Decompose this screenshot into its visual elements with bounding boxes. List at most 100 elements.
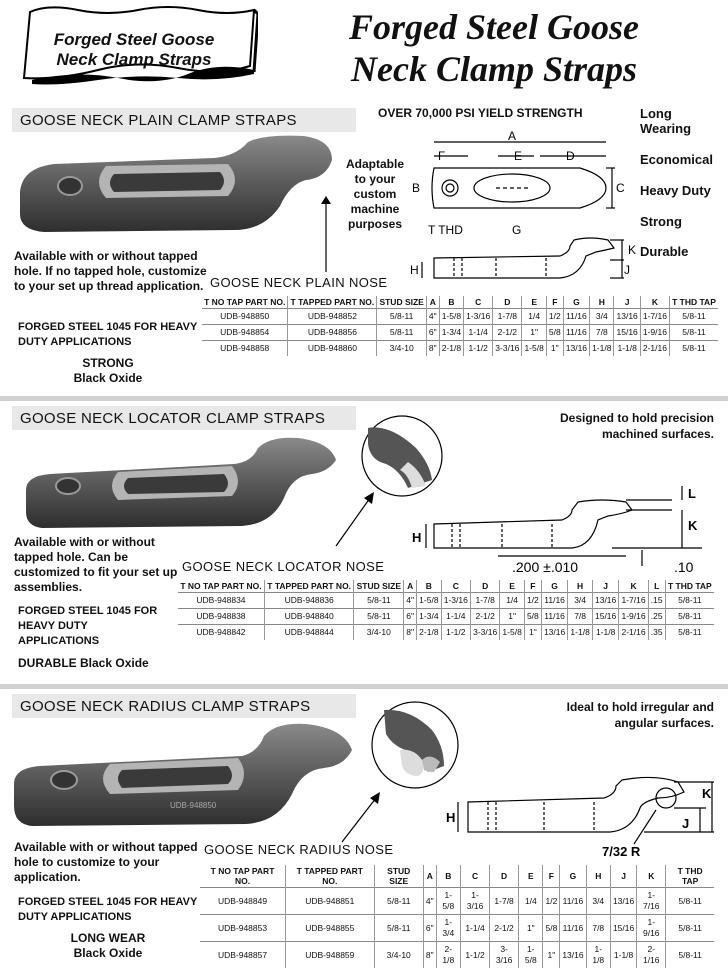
table-cell: 1-1/2 xyxy=(440,624,471,640)
table-cell: 1-1/8 xyxy=(585,941,611,968)
section-divider-1 xyxy=(0,396,728,401)
table-cell: 5/8-11 xyxy=(669,340,718,356)
table-cell: 5/8-11 xyxy=(669,324,718,341)
plain-yield-strength: OVER 70,000 PSI YIELD STRENGTH xyxy=(378,106,583,120)
table-cell: 3/4-10 xyxy=(373,941,424,968)
table-cell: UDB-948834 xyxy=(178,592,265,609)
table-cell: 1-1/2 xyxy=(463,340,493,356)
locator-col-header: T NO TAP PART NO. xyxy=(180,581,262,591)
feature-strong: Strong xyxy=(640,214,682,229)
table-cell: 8" xyxy=(403,624,417,640)
banner-line-2: Neck Clamp Straps xyxy=(56,50,212,69)
plain-col-header: STUD SIZE xyxy=(376,296,427,309)
plain-spec-table: T NO TAP PART NO.T TAPPED PART NO.STUD S… xyxy=(202,296,718,356)
plain-finish: STRONG Black Oxide xyxy=(18,356,198,386)
table-cell: 1-3/16 xyxy=(459,887,490,915)
table-cell: 1" xyxy=(542,941,560,968)
page-title: Forged Steel Goose Neck Clamp Straps xyxy=(270,6,718,90)
locator-forged-note: FORGED STEEL 1045 FOR HEAVY DUTY APPLICA… xyxy=(18,605,158,647)
table-cell: 1-7/16 xyxy=(639,308,670,325)
table-cell: 5/8-11 xyxy=(664,608,714,625)
table-cell: 1-9/16 xyxy=(636,914,666,942)
table-cell: UDB-948855 xyxy=(285,914,375,942)
table-cell: 3/4 xyxy=(589,308,614,325)
page-title-line-2: Neck Clamp Straps xyxy=(350,49,637,89)
feature-durable: Durable xyxy=(640,244,689,259)
table-cell: 6" xyxy=(425,324,440,341)
table-cell: 5/8 xyxy=(542,914,560,942)
radius-nose-detail xyxy=(371,701,459,789)
table-cell: 5/8 xyxy=(523,608,542,625)
table-cell: 1-1/4 xyxy=(459,914,490,942)
table-cell: 3-3/16 xyxy=(492,340,522,356)
locator-col-header: T THD TAP xyxy=(664,580,714,593)
plain-col-header: A xyxy=(425,296,440,309)
table-cell: 1-7/8 xyxy=(489,887,519,915)
table-cell: 13/16 xyxy=(559,941,587,968)
table-cell: 3-3/16 xyxy=(469,624,500,640)
banner-title: Forged Steel Goose Neck Clamp Straps xyxy=(34,30,234,70)
plain-nose-arrow xyxy=(321,196,331,272)
locator-dim-h: H xyxy=(412,530,421,545)
plain-dimension-diagram: A F E D C B G T THD H J K xyxy=(410,129,636,279)
title-banner-graphic xyxy=(22,6,258,85)
radius-dim-k: K xyxy=(702,786,712,801)
table-cell: 7/8 xyxy=(567,608,593,625)
table-cell: 1-5/8 xyxy=(435,887,461,915)
locator-dim-200: .200 ±.010 xyxy=(512,559,578,575)
table-cell: UDB-948853 xyxy=(200,914,286,942)
radius-col-header: K xyxy=(636,865,666,888)
table-cell: 1-1/8 xyxy=(591,624,619,640)
table-cell: 1" xyxy=(523,624,542,640)
table-cell: UDB-948857 xyxy=(200,941,286,968)
locator-col-header: STUD SIZE xyxy=(353,580,404,593)
locator-col-header: A xyxy=(403,580,417,593)
table-cell: 1-7/8 xyxy=(469,592,500,609)
radius-table-header: T NO TAP PART NO.T TAPPED PART NO.STUD S… xyxy=(200,865,714,888)
table-cell: 11/16 xyxy=(559,887,587,915)
dim-g-label: G xyxy=(512,223,521,237)
table-cell: 7/8 xyxy=(589,324,614,341)
locator-col-header: L xyxy=(647,580,666,593)
table-cell: 4" xyxy=(403,592,417,609)
radius-clamp-photo: UDB-948850 xyxy=(14,723,352,826)
locator-designed-note: Designed to hold precision machined surf… xyxy=(559,411,714,441)
plain-col-header: C xyxy=(463,296,493,309)
table-cell: 11/16 xyxy=(562,308,590,325)
dim-k-label: K xyxy=(628,243,636,257)
table-cell: 1-3/4 xyxy=(416,608,442,625)
table-cell: 1-1/8 xyxy=(613,340,641,356)
table-cell: 1-5/8 xyxy=(416,592,442,609)
table-cell: 8" xyxy=(425,340,440,356)
table-cell: 13/16 xyxy=(540,624,568,640)
locator-finish: DURABLE Black Oxide xyxy=(18,656,149,670)
table-cell: 5/8-11 xyxy=(353,592,404,609)
table-cell: 1-5/8 xyxy=(438,308,464,325)
table-cell: UDB-948844 xyxy=(263,624,354,640)
table-cell: 1/4 xyxy=(521,308,547,325)
table-cell: 5/8-11 xyxy=(669,308,718,325)
table-cell: 1-1/8 xyxy=(589,340,614,356)
locator-col-header: H xyxy=(567,580,593,593)
radius-col-header: G xyxy=(559,865,587,888)
radius-col-header: C xyxy=(459,865,490,888)
table-cell: 15/16 xyxy=(613,324,641,341)
table-cell: 1" xyxy=(518,914,543,942)
table-cell: 5/8-11 xyxy=(376,324,427,341)
banner-line-1: Forged Steel Goose xyxy=(53,30,215,49)
table-cell: 1/4 xyxy=(499,592,525,609)
radius-spec-table: T NO TAP PART NO.T TAPPED PART NO.STUD S… xyxy=(200,865,714,968)
locator-col-header: K xyxy=(618,580,649,593)
feature-economical: Economical xyxy=(640,152,713,167)
dim-e-label: E xyxy=(514,149,522,163)
table-cell: 5/8-11 xyxy=(353,608,404,625)
table-cell: 13/16 xyxy=(613,308,641,325)
radius-section-title: GOOSE NECK RADIUS CLAMP STRAPS xyxy=(12,694,356,718)
feature-long-wearing: Long Wearing xyxy=(640,106,692,136)
